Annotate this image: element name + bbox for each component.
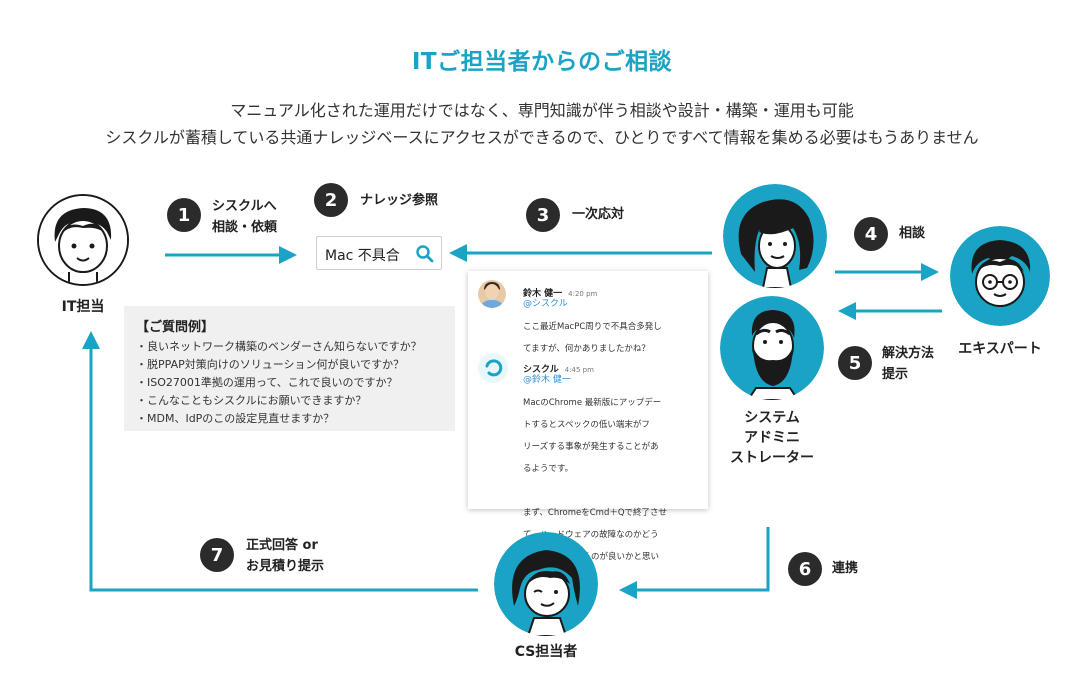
cs-staff-label: CS担当者 xyxy=(514,644,578,660)
message-1-body: ここ最近MacPC周りで不具合多発し てますが、何かありましたかね？ xyxy=(523,322,662,354)
subtitle-line-1: マニュアル化された運用だけではなく、専門知識が伴う相談や設計・構築・運用も可能 xyxy=(230,101,854,120)
example-item: ・脱PPAP対策向けのソリューション何が良いですか？ xyxy=(136,358,405,371)
step-1-badge: 1 xyxy=(167,198,201,232)
step-2-label: ナレッジ参照 xyxy=(360,193,439,208)
example-item: ・こんなこともシスクルにお願いできますか？ xyxy=(136,394,367,407)
sysadmin-man-avatar xyxy=(720,296,824,400)
examples-heading: 【ご質問例】 xyxy=(136,320,215,335)
it-staff-avatar xyxy=(37,194,129,286)
expert-avatar xyxy=(950,226,1050,326)
message-1-header: 鈴木 健一 4:20 pm xyxy=(523,281,597,300)
sysadmin-label: システム アドミニ ストレーター xyxy=(730,410,814,466)
knowledge-search-box[interactable]: Mac 不具合 xyxy=(316,236,442,270)
message-1-author: 鈴木 健一 xyxy=(523,289,563,299)
step-5-label: 解決方法 提示 xyxy=(882,346,935,382)
message-1-mention[interactable]: @シスクル xyxy=(523,299,568,309)
syscle-logo-icon xyxy=(478,353,508,383)
step-7-label: 正式回答 or お見積り提示 xyxy=(246,538,325,574)
step-4-badge: 4 xyxy=(854,217,888,251)
step-2-badge: 2 xyxy=(314,183,348,217)
search-icon[interactable] xyxy=(415,244,435,268)
step-6-label: 連携 xyxy=(832,561,859,576)
step-3-label: 一次応対 xyxy=(572,207,625,222)
arrow-step-7 xyxy=(82,331,478,592)
subtitle-line-2: シスクルが蓄積している共通ナレッジベースにアクセスができるので、ひとりですべて情… xyxy=(105,128,979,147)
chat-card: 鈴木 健一 4:20 pm @シスクル ここ最近MacPC周りで不具合多発し てま… xyxy=(468,271,708,584)
example-item: ・MDM、IdPのこの設定見直せますか？ xyxy=(136,412,335,425)
it-staff-label: IT担当 xyxy=(61,299,105,315)
sysadmin-woman-avatar xyxy=(723,184,827,288)
message-1-time: 4:20 pm xyxy=(568,290,598,298)
step-7-badge: 7 xyxy=(200,538,234,572)
question-examples-box: 【ご質問例】 ・良いネットワーク構築のベンダーさん知らないですか？ ・脱PPAP… xyxy=(124,306,455,431)
user-photo-avatar xyxy=(478,280,506,308)
message-2-mention[interactable]: @鈴木 健一 xyxy=(523,375,571,385)
step-5-badge: 5 xyxy=(838,346,872,380)
example-item: ・ISO27001準拠の運用って、これで良いのですか？ xyxy=(136,376,398,389)
search-query-text: Mac 不具合 xyxy=(325,248,400,264)
step-4-label: 相談 xyxy=(899,226,926,241)
cs-staff-avatar xyxy=(494,532,598,636)
message-2-time: 4:45 pm xyxy=(564,366,594,374)
expert-label: エキスパート xyxy=(958,341,1042,357)
arrow-step-6 xyxy=(619,527,770,599)
message-2-author: シスクル xyxy=(523,365,559,375)
example-item: ・良いネットワーク構築のベンダーさん知らないですか？ xyxy=(136,340,422,353)
step-1-label: シスクルへ 相談・依頼 xyxy=(212,199,278,235)
step-6-badge: 6 xyxy=(788,552,822,586)
page-title: ITご担当者からのご相談 xyxy=(411,49,673,75)
message-2-header: シスクル 4:45 pm xyxy=(523,357,594,376)
step-3-badge: 3 xyxy=(526,198,560,232)
